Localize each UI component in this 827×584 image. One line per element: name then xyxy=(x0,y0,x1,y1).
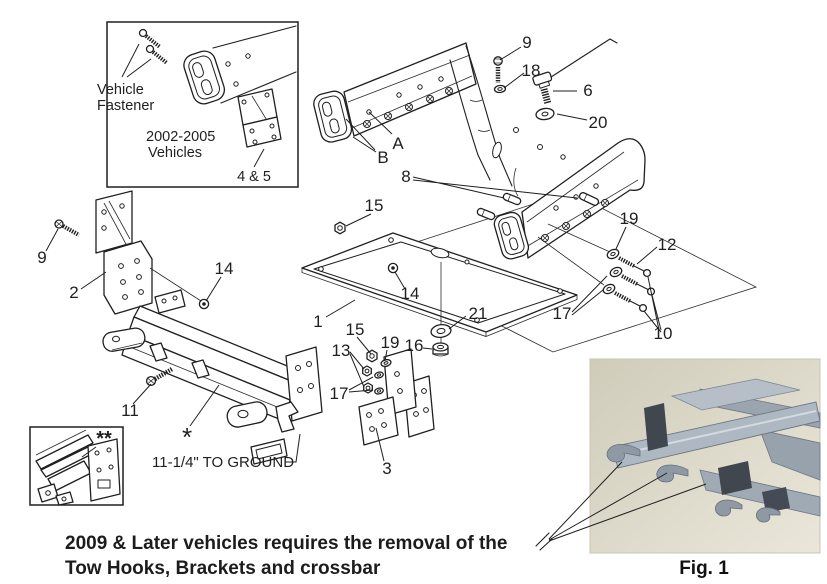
washer-21 xyxy=(430,323,452,339)
pin-8-a xyxy=(476,207,496,221)
callout-6: 6 xyxy=(583,81,592,100)
pin-8-b xyxy=(502,192,522,206)
callout-11: 11 xyxy=(121,401,139,420)
footer-line2: Tow Hooks, Brackets and crossbar xyxy=(65,558,381,579)
bolt-9-left xyxy=(54,219,81,237)
callout-16: 16 xyxy=(405,336,424,355)
callout-20: 20 xyxy=(589,113,608,132)
mount-plate-1 xyxy=(301,232,578,344)
years-label-line1: 2002-2005 xyxy=(146,129,215,145)
photo-inset: Fig. 1 xyxy=(535,358,821,579)
callout-18: 18 xyxy=(522,61,541,80)
footer-note: 2009 & Later vehicles requires the remov… xyxy=(65,533,507,579)
washer-20 xyxy=(535,107,555,121)
push-beam xyxy=(102,289,435,465)
bolt-11 xyxy=(145,367,174,387)
callout-14-left: 14 xyxy=(215,259,234,278)
rail-bolt-bosses xyxy=(541,199,609,242)
nut-14-center xyxy=(387,262,399,274)
callout-B: B xyxy=(377,148,388,167)
tow-hook-photo-3 xyxy=(715,499,743,517)
callout-asterisk: * xyxy=(182,422,192,452)
callout-17-right: 17 xyxy=(553,304,572,323)
vehicle-fastener-bolts xyxy=(138,28,169,65)
callout-17-left: 17 xyxy=(330,384,349,403)
knob-bolt-6 xyxy=(532,38,618,105)
bracket-4-5 xyxy=(237,88,282,148)
callout-19-right: 19 xyxy=(620,209,639,228)
callout-8: 8 xyxy=(401,167,410,186)
tow-hook-pointer-lines xyxy=(535,461,707,551)
callout-9-left: 9 xyxy=(37,248,46,267)
vehicle-fastener-inset: Vehicle Fastener 2002-2005 Vehicles 4 & … xyxy=(97,21,299,188)
tow-hook-tab xyxy=(275,401,299,433)
callout-1: 1 xyxy=(313,312,322,331)
nut-14-left xyxy=(198,298,210,310)
callout-leaders xyxy=(45,46,662,462)
bracket-3 xyxy=(358,348,417,446)
pin-8-c xyxy=(578,192,600,206)
frame-rail-passenger-side xyxy=(493,127,646,260)
callout-19-center: 19 xyxy=(381,333,400,352)
truck-frame-photo xyxy=(606,378,821,523)
callout-15-lower: 15 xyxy=(346,320,365,339)
callout-15-upper: 15 xyxy=(365,196,384,215)
hardware-right xyxy=(537,223,656,313)
callout-3: 3 xyxy=(382,459,391,478)
callout-4-and-5: 4 & 5 xyxy=(237,169,271,185)
frame-center-curve xyxy=(449,45,513,187)
tow-hook-photo-2 xyxy=(656,464,689,483)
nut-16 xyxy=(432,342,449,357)
callout-14-center: 14 xyxy=(401,284,420,303)
footer-line1: 2009 & Later vehicles requires the remov… xyxy=(65,533,507,554)
rail-bolt-bosses xyxy=(363,87,453,128)
callout-2: 2 xyxy=(69,283,78,302)
callout-9-top: 9 xyxy=(522,33,531,52)
washer-18 xyxy=(493,84,507,94)
ground-clearance-text: 11-1/4" TO GROUND xyxy=(152,454,294,471)
tow-hook-photo-4 xyxy=(756,507,781,523)
vehicle-fastener-label-line2: Fastener xyxy=(97,98,154,114)
callout-13: 13 xyxy=(332,341,351,360)
frame-rail-driver-side xyxy=(313,42,477,143)
callout-double-asterisk: ** xyxy=(96,428,112,450)
tow-hook-photo-1 xyxy=(606,444,641,463)
nut-15-upper xyxy=(334,221,346,235)
callout-labels: 9 18 6 20 A B 8 15 9 2 14 14 1 21 15 19 … xyxy=(37,33,676,478)
callout-12: 12 xyxy=(658,235,677,254)
double-star-inset: ** xyxy=(29,426,124,506)
frame-tube xyxy=(183,25,297,105)
figure-caption: Fig. 1 xyxy=(679,558,729,579)
years-label-line2: Vehicles xyxy=(148,145,202,161)
bracket-2 xyxy=(95,190,202,315)
vehicle-fastener-label-line1: Vehicle xyxy=(97,82,144,98)
callout-A: A xyxy=(392,134,404,153)
ground-clearance-note: 11-1/4" TO GROUND xyxy=(152,433,301,471)
callout-21: 21 xyxy=(469,304,488,323)
bolt-9-top xyxy=(493,56,503,83)
callout-10: 10 xyxy=(654,324,673,343)
